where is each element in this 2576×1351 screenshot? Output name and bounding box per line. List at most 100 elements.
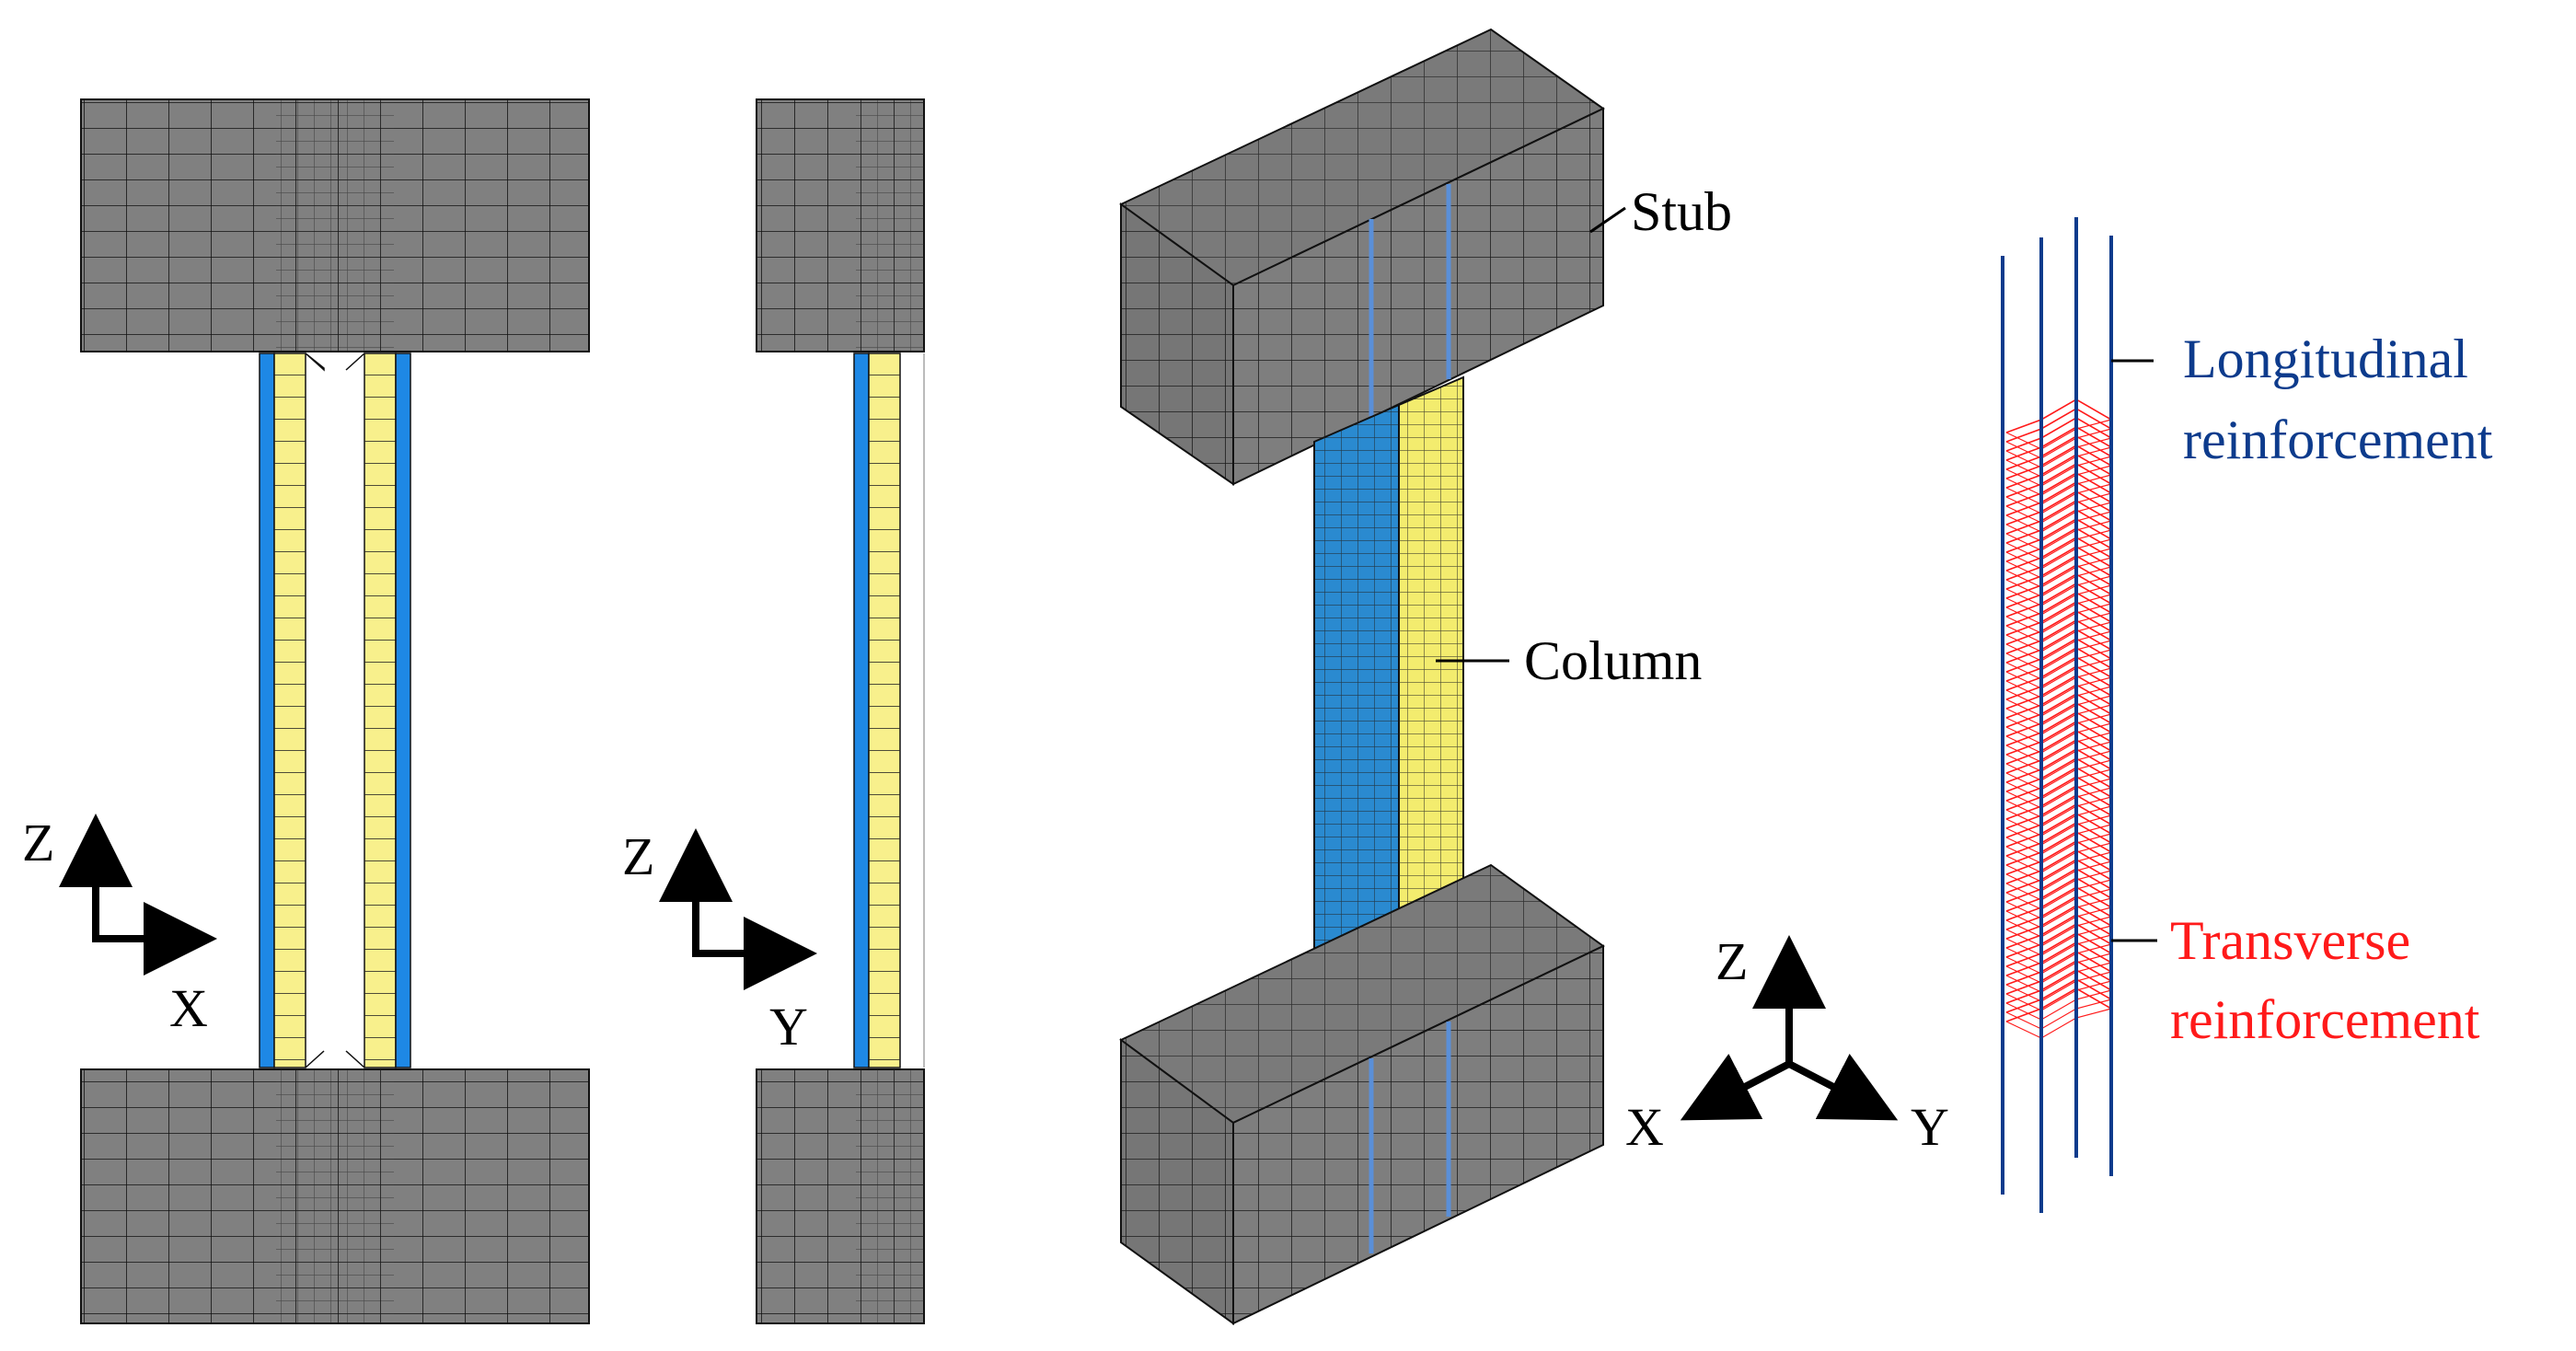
transverse-hoop <box>2005 794 2112 829</box>
transverse-hoop <box>2005 419 2112 450</box>
transverse-hoop <box>2005 721 2112 756</box>
transverse-hoop <box>2005 776 2112 811</box>
transverse-hoop <box>2005 483 2112 514</box>
transverse-hoop <box>2005 548 2112 579</box>
transverse-hoop <box>2005 500 2112 535</box>
transverse-hoop <box>2005 886 2112 921</box>
transverse-hoop <box>2005 676 2112 708</box>
iso-column <box>1313 375 1464 1051</box>
transverse-hoop <box>2005 859 2112 894</box>
transverse-hoop <box>2005 428 2112 459</box>
transverse-hoop <box>2005 888 2112 919</box>
transverse-hoop <box>2005 813 2112 848</box>
transverse-hoop <box>2005 925 2112 956</box>
transverse-hoop <box>2005 741 2112 772</box>
transverse-hoop <box>2005 695 2112 726</box>
transverse-hoop <box>2005 594 2112 625</box>
transverse-hoop <box>2005 656 2112 691</box>
iso-axis-z-label: Z <box>1715 931 1748 991</box>
transverse-hoop <box>2005 446 2112 478</box>
longitudinal-label-line2: reinforcement <box>2183 410 2493 470</box>
transverse-hoop <box>2005 520 2112 551</box>
front-top-stub <box>80 98 590 352</box>
transverse-hoop <box>2005 767 2112 802</box>
transverse-hoop <box>2005 722 2112 754</box>
transverse-hoop <box>2005 675 2112 710</box>
transverse-hoop <box>2005 684 2112 719</box>
transverse-hoop <box>2005 833 2112 864</box>
transverse-hoop <box>2005 640 2112 671</box>
transverse-hoop <box>2005 787 2112 818</box>
transverse-hoop <box>2005 630 2112 662</box>
transverse-hoop <box>2005 730 2112 765</box>
transverse-hoop <box>2005 647 2112 682</box>
transverse-hoop <box>2005 969 2112 1004</box>
transverse-hoop <box>2005 463 2112 498</box>
transverse-label-line1: Transverse <box>2170 910 2410 971</box>
transverse-hoop <box>2005 824 2112 855</box>
transverse-hoop <box>2005 619 2112 654</box>
transverse-hoop <box>2005 437 2112 468</box>
side-axis-z-label: Z <box>622 826 654 886</box>
transverse-hoop <box>2005 713 2112 745</box>
transverse-hoop <box>2005 491 2112 525</box>
front-column <box>259 352 411 1068</box>
transverse-hoop <box>2005 573 2112 608</box>
side-axes: Z Y <box>622 826 817 1057</box>
transverse-hoop <box>2005 1008 2112 1039</box>
transverse-hoop <box>2005 408 2112 443</box>
front-bottom-stub <box>80 1068 590 1324</box>
transverse-hoop <box>2005 693 2112 728</box>
transverse-hoop <box>2005 665 2112 700</box>
transverse-hoop <box>2005 739 2112 774</box>
transverse-hoop <box>2005 564 2112 599</box>
transverse-hoop <box>2005 555 2112 590</box>
transverse-hoop <box>2005 960 2112 995</box>
transverse-hoop <box>2005 971 2112 1002</box>
transverse-hoop <box>2005 474 2112 505</box>
transverse-hoop <box>2005 805 2112 837</box>
transverse-hoop <box>2005 601 2112 636</box>
transverse-hoop <box>2005 851 2112 883</box>
transverse-label-line2: reinforcement <box>2170 989 2480 1050</box>
transverse-hoop <box>2005 702 2112 737</box>
transverse-hoop <box>2005 923 2112 958</box>
transverse-hoop <box>2005 575 2112 606</box>
front-axes: Z X <box>22 813 217 1038</box>
transverse-hoop <box>2005 951 2112 986</box>
transverse-hoop <box>2005 509 2112 544</box>
transverse-hoop <box>2005 980 2112 1011</box>
transverse-hoop <box>2005 454 2112 489</box>
transverse-hoop <box>2005 566 2112 597</box>
transverse-hoop <box>2005 842 2112 873</box>
transverse-hoop <box>2005 785 2112 820</box>
transverse-hoop <box>2005 629 2112 664</box>
front-view <box>80 98 590 1324</box>
column-label: Column <box>1524 630 1702 691</box>
transverse-hoop <box>2005 895 2112 930</box>
transverse-hoop <box>2005 584 2112 616</box>
transverse-hoop <box>2005 989 2112 1021</box>
side-top-stub <box>756 98 925 352</box>
transverse-hoop <box>2005 932 2112 967</box>
transverse-hoop <box>2005 814 2112 846</box>
longitudinal-label-line1: Longitudinal <box>2183 329 2468 389</box>
side-axis-y-label: Y <box>769 997 808 1057</box>
transverse-hoop <box>2005 435 2112 470</box>
transverse-hoop <box>2005 759 2112 791</box>
transverse-hoop <box>2005 803 2112 838</box>
transverse-hoop <box>2005 999 2112 1030</box>
transverse-hoop <box>2005 511 2112 542</box>
transverse-hoop <box>2005 987 2112 1022</box>
transverse-hoop <box>2005 962 2112 993</box>
transverse-hoop <box>2005 840 2112 875</box>
transverse-hoop <box>2005 538 2112 570</box>
transverse-hoop <box>2005 943 2112 975</box>
transverse-hoop <box>2005 417 2112 452</box>
transverse-hoop <box>2005 621 2112 652</box>
transverse-hoop <box>2005 750 2112 781</box>
transverse-hoops <box>2005 398 2112 1039</box>
front-axis-x-label: X <box>169 978 208 1038</box>
transverse-hoop <box>2005 934 2112 965</box>
